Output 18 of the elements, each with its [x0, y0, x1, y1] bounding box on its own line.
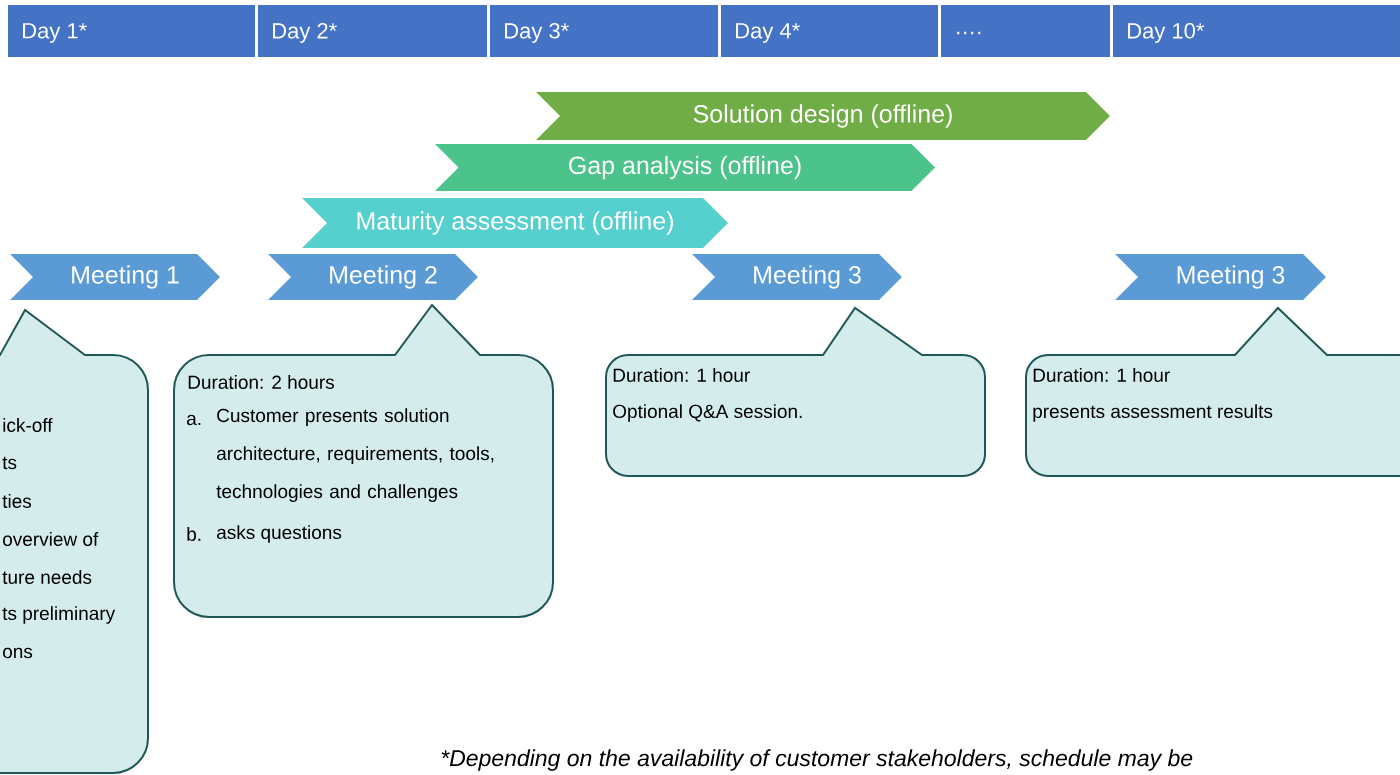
callout-bubble: Duration: 2 hours a. Customer presents solution architecture, requirements, tools, technologies and challenges b. asks questions [173, 304, 554, 618]
footnote: *Depending on the availability of customer stakeholders, schedule may be [441, 749, 1193, 771]
day-header-cell: Day 1* [8, 5, 255, 57]
timeline-bar: Solution design (offline) [536, 92, 1110, 140]
timeline-bar: Maturity assessment (offline) [302, 198, 728, 248]
timeline-bar: Meeting 2 [268, 254, 478, 300]
callout-bubble: Duration: 1 hour Optional Q&A session. [605, 307, 986, 477]
day-header-cell: Day 10* [1113, 5, 1400, 57]
callout-bubble: Duration: 1 hour presents assessment results [1025, 307, 1400, 477]
day-header-cell: …. [941, 5, 1110, 57]
day-header-cell: Day 2* [258, 5, 487, 57]
timeline-bar: Meeting 3 [692, 254, 902, 300]
timeline-bar: Gap analysis (offline) [435, 144, 935, 191]
timeline-bar: Meeting 1 [10, 254, 220, 300]
day-header-cell: Day 4* [721, 5, 938, 57]
day-header-cell: Day 3* [490, 5, 718, 57]
timeline-bar: Meeting 3 [1115, 254, 1326, 300]
callout-bubble: ick-off ts ties overview of ture needs ts preliminary ons [0, 309, 149, 774]
